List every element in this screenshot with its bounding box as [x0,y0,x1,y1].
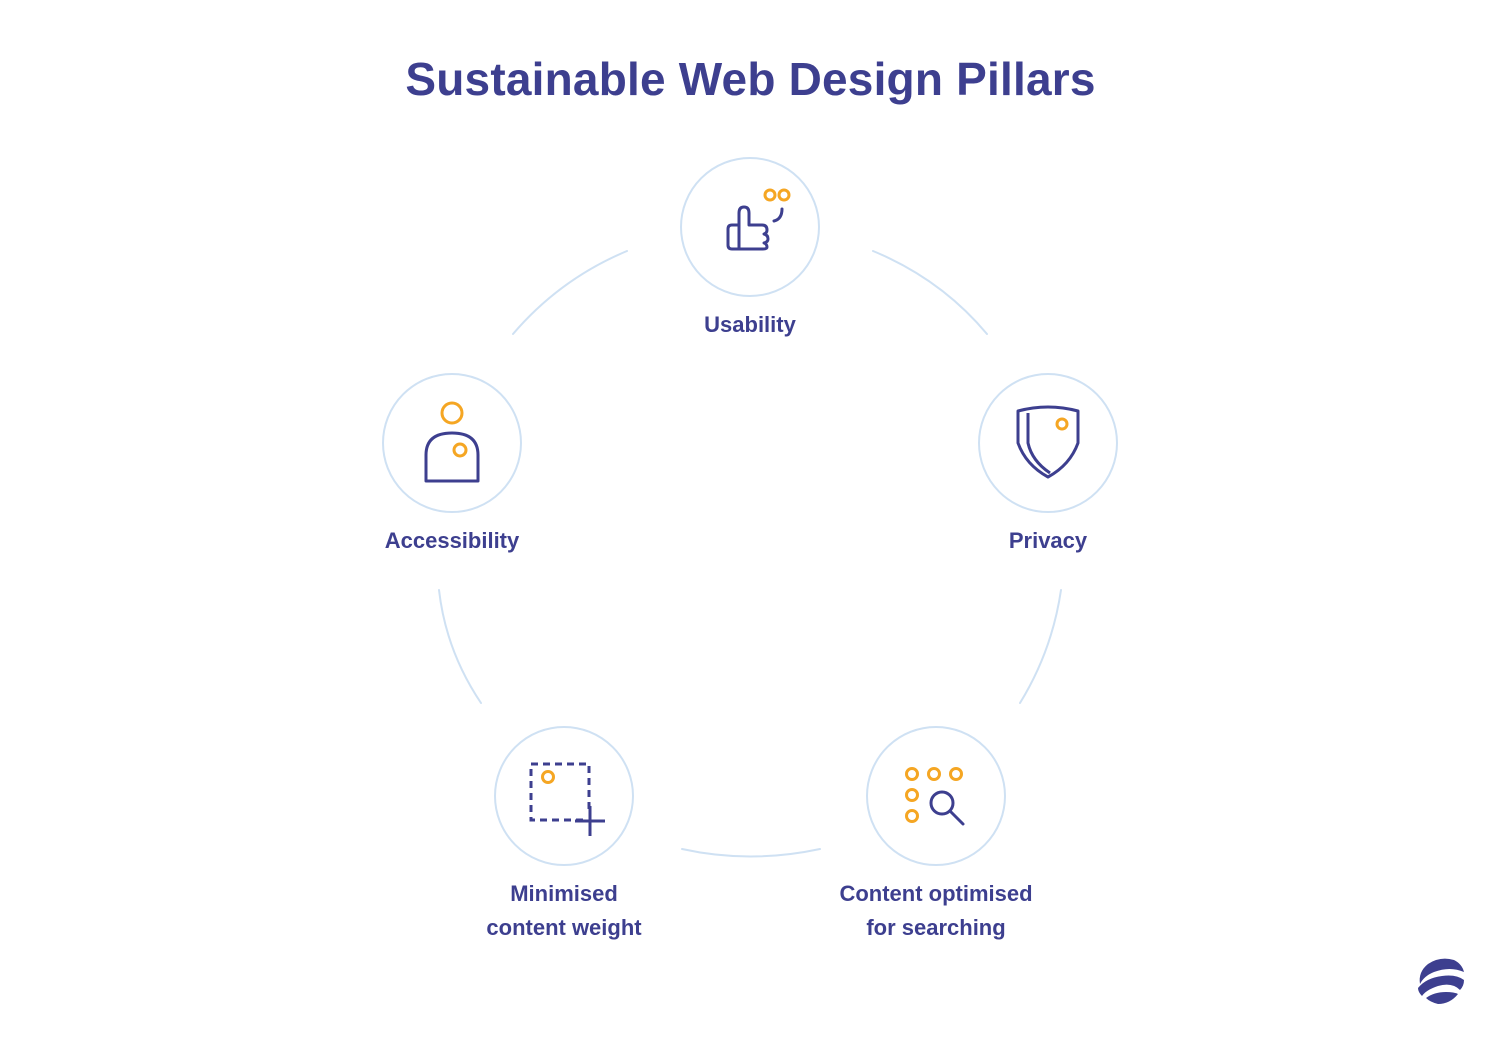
pillar-circle [978,373,1118,513]
pillar-label-line: Minimised [510,881,618,906]
shield-icon [1016,405,1080,479]
ring-arc-usability-privacy [872,250,988,335]
pillar-label-line: Content optimised [839,881,1033,906]
person-icon [424,401,480,483]
pillar-label-accessibility: Accessibility [384,528,520,553]
pillar-minimised-weight [494,726,634,866]
pillar-content-searching [866,726,1006,866]
pillar-label-line: for searching [866,915,1006,940]
thumbs-up-icon [726,188,791,251]
globe-logo-icon [1418,958,1464,1004]
pillar-label-content-searching: Content optimised for searching [786,877,1086,945]
pillar-circle [382,373,522,513]
ring-arc-weight-accessibility [438,589,482,704]
pillar-circle [680,157,820,297]
pillar-privacy [978,373,1118,513]
ring-arc-search-weight [681,848,821,858]
ring-arc-privacy-search [1019,589,1062,704]
pillar-usability [680,157,820,297]
pillar-label-usability: Usability [704,312,796,337]
pillar-circle [866,726,1006,866]
ring-arc-accessibility-usability [512,250,628,335]
pillar-label-privacy: Privacy [1008,528,1088,553]
pillar-circle [494,726,634,866]
pillar-label-line: content weight [486,915,642,940]
page-title: Sustainable Web Design Pillars [405,53,1096,105]
pillar-label-minimised-weight: Minimised content weight [414,877,714,945]
search-grid-icon [905,767,965,826]
dashed-square-plus-icon [529,762,605,836]
pillar-accessibility [382,373,522,513]
